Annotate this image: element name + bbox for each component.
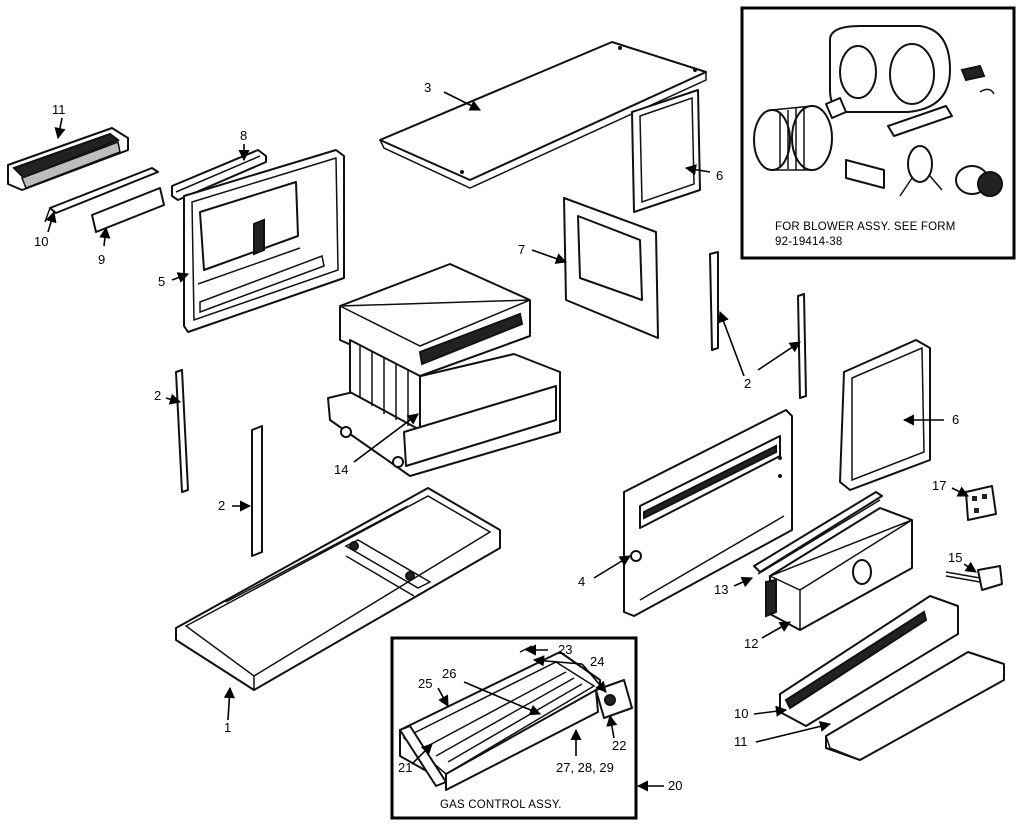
callout-15: 15 — [948, 550, 962, 565]
callout-26: 26 — [442, 666, 456, 681]
part-2-center-strip — [251, 425, 263, 557]
callout-12: 12 — [744, 636, 758, 651]
callout-9: 9 — [98, 252, 105, 267]
blower-plate — [845, 159, 885, 189]
part-9-plate — [91, 187, 165, 233]
blower-motor — [955, 165, 1003, 197]
part-5-front-panel — [183, 149, 345, 333]
blower-assembly-box: FOR BLOWER ASSY. SEE FORM 92-19414-38 — [740, 6, 1016, 260]
callout-20: 20 — [668, 778, 682, 793]
callout-25: 25 — [418, 676, 432, 691]
callout-14: 14 — [334, 462, 348, 477]
part-11-bottom-bracket — [825, 651, 1005, 761]
part-2-right-strip-a — [709, 251, 719, 351]
part-11-top-bracket — [7, 127, 129, 191]
part-14-heat-exchanger — [327, 263, 561, 477]
blower-spring — [979, 88, 995, 95]
part-1-base-pan — [175, 487, 501, 691]
part-7-frame-panel — [563, 197, 659, 339]
callout-3: 3 — [424, 80, 431, 95]
callout-10-top: 10 — [34, 234, 48, 249]
callout-11-top: 11 — [52, 102, 66, 117]
callout-2-right: 2 — [744, 376, 751, 391]
callout-1: 1 — [224, 720, 231, 735]
callout-21: 21 — [398, 760, 412, 775]
callout-labels: 3 11 10 9 8 5 6 7 2 2 2 6 14 4 13 12 17 … — [34, 80, 962, 793]
part-15-knob — [945, 565, 1003, 591]
callout-7: 7 — [518, 242, 525, 257]
part-6-lower-panel — [839, 339, 931, 491]
callout-5: 5 — [158, 274, 165, 289]
blower-motor-mount — [899, 145, 943, 197]
part-2-left-strip — [175, 369, 189, 493]
blower-note-line1: FOR BLOWER ASSY. SEE FORM — [775, 221, 956, 233]
leader-lines — [45, 91, 977, 792]
callout-13: 13 — [714, 582, 728, 597]
blower-housing — [825, 25, 953, 137]
callout-2-center: 2 — [218, 498, 225, 513]
blower-note-line2: 92-19414-38 — [775, 236, 842, 248]
part-8-rail — [171, 149, 267, 201]
callout-6-lower: 6 — [952, 412, 959, 427]
part-12-duct — [765, 507, 913, 631]
part-13-rail — [753, 491, 883, 575]
part-2-right-strip-b — [797, 293, 807, 399]
burner-manifold — [399, 651, 601, 791]
callout-24: 24 — [590, 654, 604, 669]
gas-control-box: GAS CONTROL ASSY. — [390, 636, 638, 820]
callout-4: 4 — [578, 574, 585, 589]
callout-2-left: 2 — [154, 388, 161, 403]
part-4-side-panel — [623, 409, 793, 617]
callout-23: 23 — [558, 642, 572, 657]
callout-27-28-29: 27, 28, 29 — [556, 760, 614, 775]
gas-box-title: GAS CONTROL ASSY. — [440, 799, 562, 811]
blower-wheel — [753, 105, 833, 171]
callout-22: 22 — [612, 738, 626, 753]
callout-17: 17 — [932, 478, 946, 493]
callout-10-bottom: 10 — [734, 706, 748, 721]
part-6-upper-panel — [631, 89, 701, 213]
blower-clip — [960, 64, 986, 82]
callout-8: 8 — [240, 128, 247, 143]
part-17-switch — [965, 485, 997, 521]
callout-6-upper: 6 — [716, 168, 723, 183]
part-3-top-panel — [379, 41, 707, 189]
callout-11-bottom: 11 — [734, 734, 748, 749]
